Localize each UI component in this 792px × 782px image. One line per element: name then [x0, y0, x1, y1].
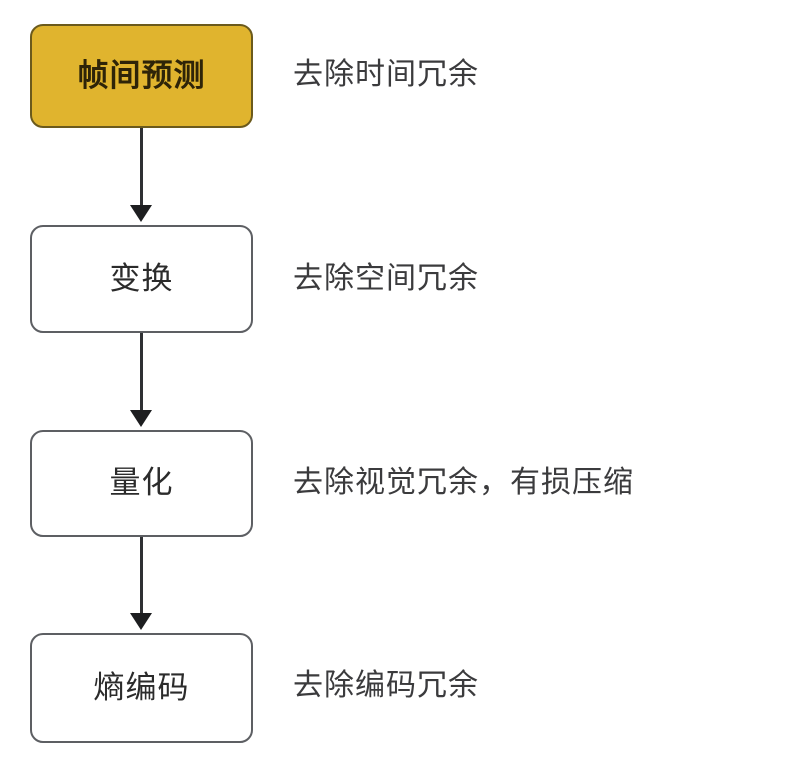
flow-connector-arrowhead-2 — [130, 410, 152, 427]
flow-node-label: 量化 — [109, 465, 174, 501]
flow-connector-line-3 — [140, 537, 143, 616]
flow-connector-arrowhead-3 — [130, 613, 152, 630]
flow-connector-line-2 — [140, 333, 143, 413]
flow-node-label: 帧间预测 — [77, 57, 206, 94]
flow-annotation-entropy-coding: 去除编码冗余 — [293, 668, 479, 703]
flow-node-quantization[interactable]: 量化 — [30, 430, 253, 537]
flow-node-label: 变换 — [109, 260, 174, 297]
flow-node-label: 熵编码 — [93, 669, 190, 706]
flow-node-transform[interactable]: 变换 — [30, 225, 253, 333]
flow-annotation-inter-prediction: 去除时间冗余 — [293, 57, 479, 92]
flow-annotation-quantization: 去除视觉冗余，有损压缩 — [293, 465, 634, 500]
flow-node-entropy-coding[interactable]: 熵编码 — [30, 633, 253, 743]
flow-node-inter-prediction[interactable]: 帧间预测 — [30, 24, 253, 128]
flow-annotation-transform: 去除空间冗余 — [293, 261, 479, 296]
flow-connector-line-1 — [140, 128, 143, 208]
flow-connector-arrowhead-1 — [130, 205, 152, 222]
